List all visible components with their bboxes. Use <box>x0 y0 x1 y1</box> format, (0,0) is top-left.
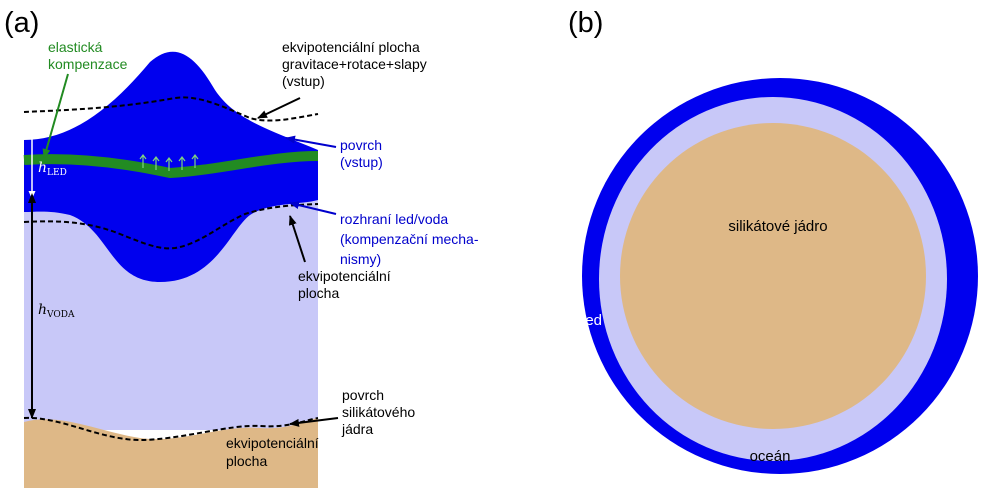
h-led-label: hLED <box>38 160 67 178</box>
equipotential-bottom-label: ekvipotenciální plocha <box>226 435 323 469</box>
interface-label: rozhraní led/voda (kompenzační mecha- ni… <box>340 211 482 267</box>
up-arrow-4 <box>178 156 186 170</box>
equipotential-mid-curve <box>23 203 319 250</box>
up-arrow-3 <box>165 157 173 171</box>
equipotential-bottom-curve <box>23 416 319 442</box>
panel-a-label: (a) <box>4 7 39 39</box>
ocean-label: oceán <box>750 448 791 465</box>
compensation-arrows <box>139 154 199 171</box>
h-voda-label: hVODA <box>38 302 75 320</box>
ice-layer <box>24 51 318 282</box>
core-label: silikátové jádro <box>728 218 827 235</box>
core-surface-label: povrch silikátového jádra <box>341 387 419 437</box>
up-arrow-2 <box>152 156 160 170</box>
surface-pointer <box>285 135 337 148</box>
equipotential-top-pointer <box>257 97 301 119</box>
up-arrow-5 <box>191 154 199 168</box>
surface-label: povrch (vstup) <box>340 137 386 170</box>
equipotential-top-label: ekvipotenciální plocha gravitace+rotace+… <box>282 39 431 89</box>
core-surface-pointer <box>289 417 339 427</box>
interface-pointer <box>289 201 337 215</box>
equipotential-top-curve <box>23 96 319 122</box>
elastic-band <box>23 151 319 179</box>
ice-label: led <box>582 312 602 329</box>
elastic-pointer <box>42 73 69 159</box>
panel-a: hLED hVODA (a) elastická kompenzace ekvi… <box>4 7 482 488</box>
silicate-core <box>620 123 926 429</box>
up-arrow-1 <box>139 154 147 168</box>
elastic-label: elastická kompenzace <box>48 39 128 72</box>
equipotential-mid-label: ekvipotenciální plocha <box>298 268 395 301</box>
core-layer <box>24 418 318 488</box>
equipotential-mid-pointer <box>288 215 306 263</box>
panel-b-label: (b) <box>568 7 603 39</box>
panel-b: (b) silikátové jádro led oceán <box>568 7 978 474</box>
